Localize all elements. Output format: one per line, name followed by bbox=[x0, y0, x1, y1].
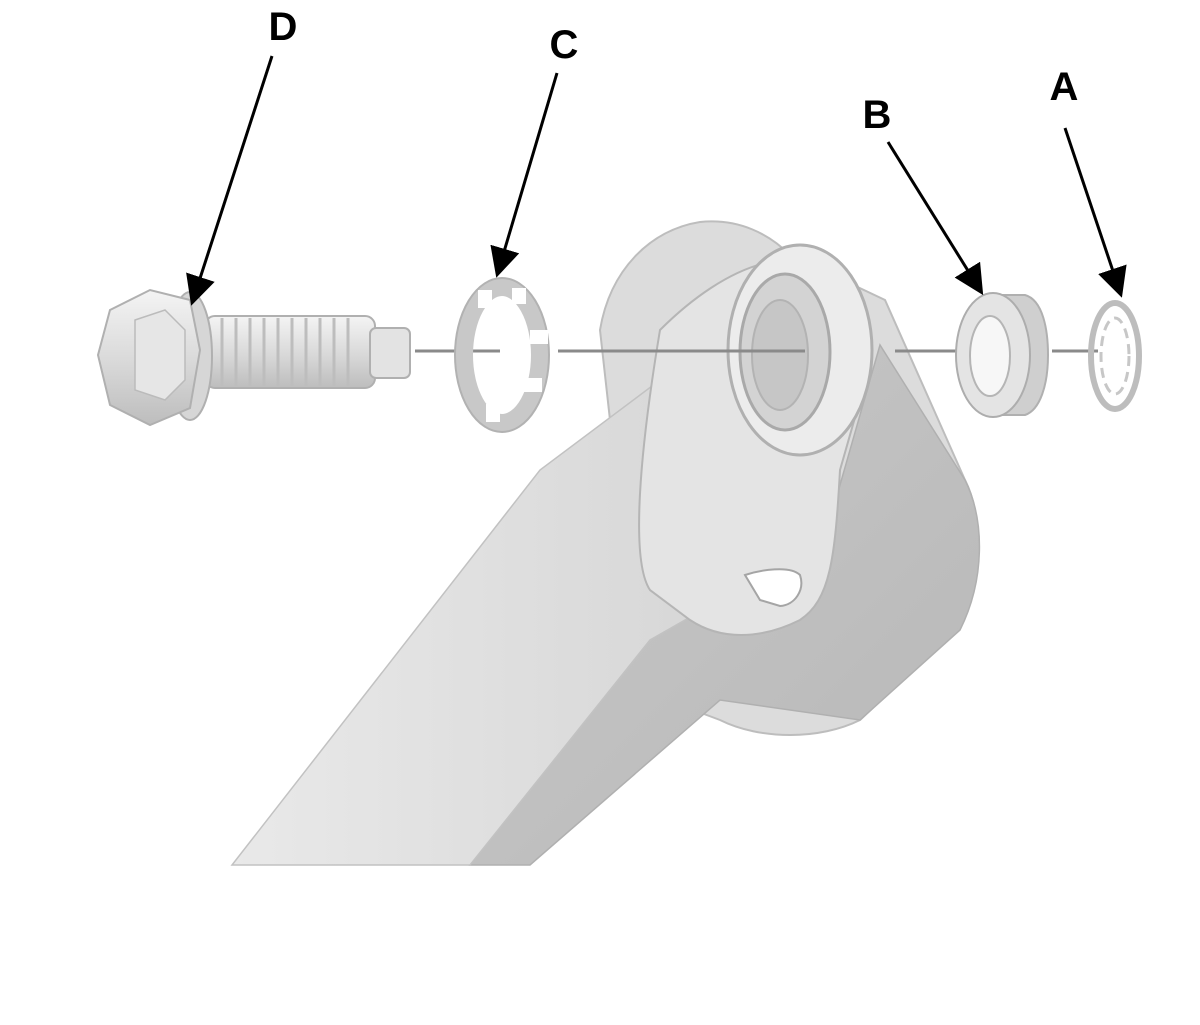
callout-arrow-A bbox=[1063, 127, 1127, 298]
spacer-washer-icon bbox=[955, 292, 1050, 418]
bolt-pilot-tip bbox=[369, 327, 411, 379]
tab-lock-washer-icon bbox=[454, 277, 550, 433]
hook-slot bbox=[743, 568, 803, 608]
bolt-hex-face bbox=[134, 309, 186, 401]
snap-ring-outer bbox=[1088, 300, 1142, 412]
callout-label-C: C bbox=[550, 23, 579, 67]
snap-ring-inner bbox=[1099, 316, 1131, 396]
callout-arrows bbox=[186, 55, 1127, 306]
link-arm-bracket-icon bbox=[230, 220, 981, 866]
lock-washer-ring bbox=[455, 278, 549, 432]
flange-bolt-icon bbox=[96, 288, 411, 427]
lock-washer-ring-edge bbox=[454, 277, 550, 433]
callout-label-D: D bbox=[269, 5, 298, 49]
callout-label-A: A bbox=[1050, 65, 1079, 109]
eyelet-bore-inner bbox=[751, 299, 809, 411]
lock-washer-tabs bbox=[478, 288, 548, 422]
callout-arrow-C bbox=[490, 72, 559, 278]
spacer-bore bbox=[969, 315, 1011, 397]
bolt-threads bbox=[220, 318, 350, 386]
callout-arrow-B bbox=[886, 141, 984, 296]
callout-label-B: B bbox=[863, 93, 892, 137]
snap-ring-icon bbox=[1088, 300, 1142, 412]
callout-arrow-D bbox=[186, 55, 274, 306]
